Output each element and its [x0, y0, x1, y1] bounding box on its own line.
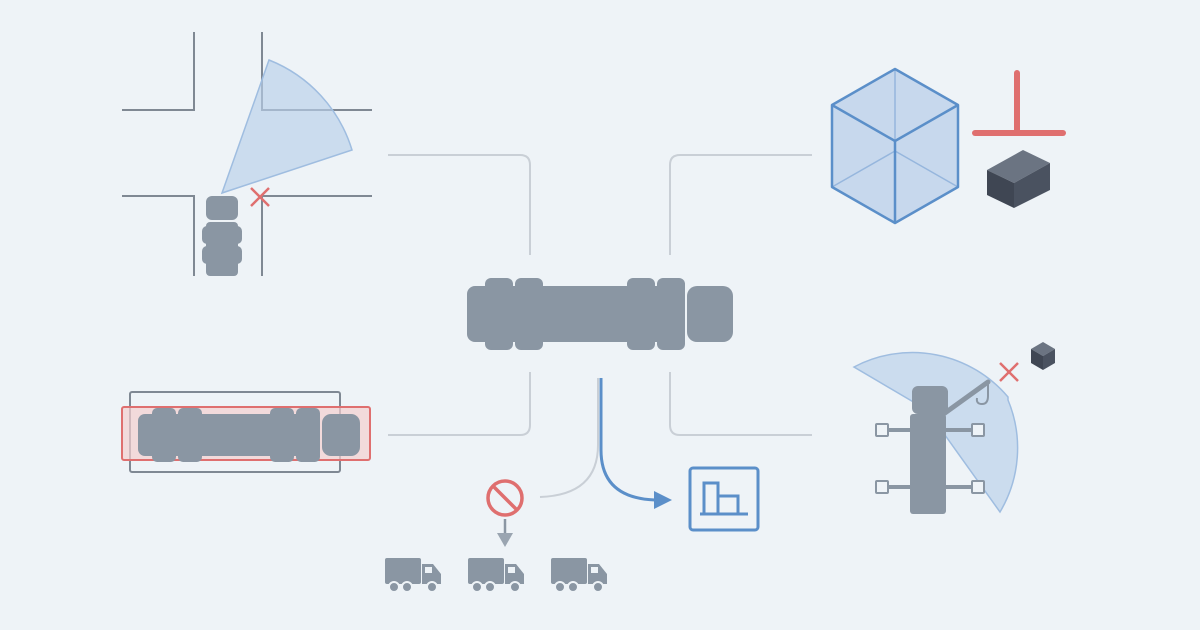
truck-side-icon	[385, 558, 441, 593]
connector-to-restriction	[539, 378, 599, 498]
no-entry-icon	[486, 479, 524, 517]
route-arrow-line	[599, 378, 656, 502]
down-arrow-icon	[497, 519, 513, 547]
road-edge	[122, 32, 195, 111]
obstacle-box-icon	[1031, 342, 1055, 370]
connectors	[388, 154, 812, 498]
conflict-x-icon	[999, 362, 1019, 382]
connector-top-left	[388, 154, 531, 255]
connector-bottom-right	[669, 372, 812, 436]
outrigger-arms	[888, 428, 972, 489]
crane-hook-icon	[975, 382, 989, 406]
crane-body-icon	[910, 386, 948, 514]
route-arrow-head	[654, 491, 672, 509]
road-edge	[122, 195, 195, 276]
truck-side-icon	[551, 558, 607, 593]
height-limit-icon	[972, 70, 1066, 136]
turning-truck-icon	[202, 196, 242, 276]
turn-sweep-icon	[122, 32, 372, 276]
connector-top-right	[669, 154, 812, 255]
fleet-group	[385, 558, 607, 593]
conflict-x-icon	[250, 187, 270, 207]
clearance-cube-icon	[830, 67, 960, 225]
parking-bay-icon	[688, 466, 760, 532]
vehicle-envelope-icon	[121, 391, 371, 473]
crane-boom	[935, 379, 991, 421]
envelope-truck-icon	[138, 408, 360, 462]
road-edge	[261, 195, 372, 276]
truck-side-icon	[468, 558, 524, 593]
crane-outrigger-icon	[852, 342, 1055, 514]
hub-truck-icon	[467, 278, 733, 350]
cargo-block-icon	[987, 150, 1050, 208]
connector-bottom-left	[388, 372, 531, 436]
turn-sweep-area	[220, 59, 353, 195]
outrigger-pads	[875, 423, 985, 494]
